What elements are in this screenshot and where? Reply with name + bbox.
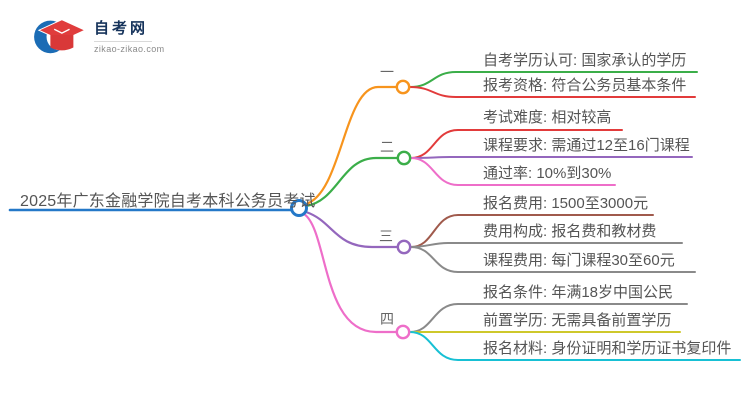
leaf-line-4-3 — [409, 331, 741, 361]
trunk-branch-3 — [304, 210, 399, 249]
logo-divider — [94, 40, 152, 42]
leaf-line-3-3 — [410, 246, 696, 273]
branch-1-node-circle[interactable] — [395, 79, 411, 95]
graduation-cap-crescent-icon — [34, 19, 87, 54]
logo-domain: zikao-zikao.com — [94, 43, 165, 54]
branch-2-label: 二 — [380, 139, 394, 155]
leaf-fee-structure: 费用构成: 报名费和教材费 — [483, 223, 657, 240]
leaf-line-3-2 — [410, 242, 683, 248]
leaf-eligibility: 报考资格: 符合公务员基本条件 — [483, 77, 687, 94]
leaf-line-1-2 — [409, 86, 696, 98]
root-node-circle[interactable] — [290, 199, 308, 217]
leaf-signup-cond: 报名条件: 年满18岁中国公民 — [483, 284, 674, 301]
leaf-line-2-3 — [410, 157, 616, 186]
leaf-fee-total: 报名费用: 1500至3000元 — [483, 195, 649, 212]
trunk-branch-4 — [302, 212, 398, 334]
leaf-recognition: 自考学历认可: 国家承认的学历 — [483, 52, 687, 69]
leaf-course-fee: 课程费用: 每门课程30至60元 — [483, 252, 675, 269]
root-topic-label: 2025年广东金融学院自考本科公务员考试 — [20, 193, 316, 210]
branch-1-label: 一 — [380, 64, 394, 80]
branch-4-label: 四 — [380, 311, 394, 327]
leaf-line-2-2 — [410, 156, 693, 159]
branch-4-node-circle[interactable] — [395, 324, 411, 340]
leaf-materials: 报名材料: 身份证明和学历证书复印件 — [483, 340, 732, 357]
leaf-pass-rate: 通过率: 10%到30% — [483, 165, 612, 182]
trunk-branch-1 — [304, 85, 398, 206]
leaf-prior-edu: 前置学历: 无需具备前置学历 — [483, 312, 672, 329]
site-logo: 自考网 zikao-zikao.com — [30, 12, 165, 58]
trunk-branch-2 — [304, 156, 399, 208]
branch-3-node-circle[interactable] — [396, 239, 412, 255]
logo-title: 自考网 — [94, 19, 149, 37]
branch-3-label: 三 — [379, 228, 393, 244]
branch-2-node-circle[interactable] — [396, 150, 412, 166]
leaf-course-req: 课程要求: 需通过12至16门课程 — [483, 137, 690, 154]
leaf-difficulty: 考试难度: 相对较高 — [483, 109, 612, 126]
